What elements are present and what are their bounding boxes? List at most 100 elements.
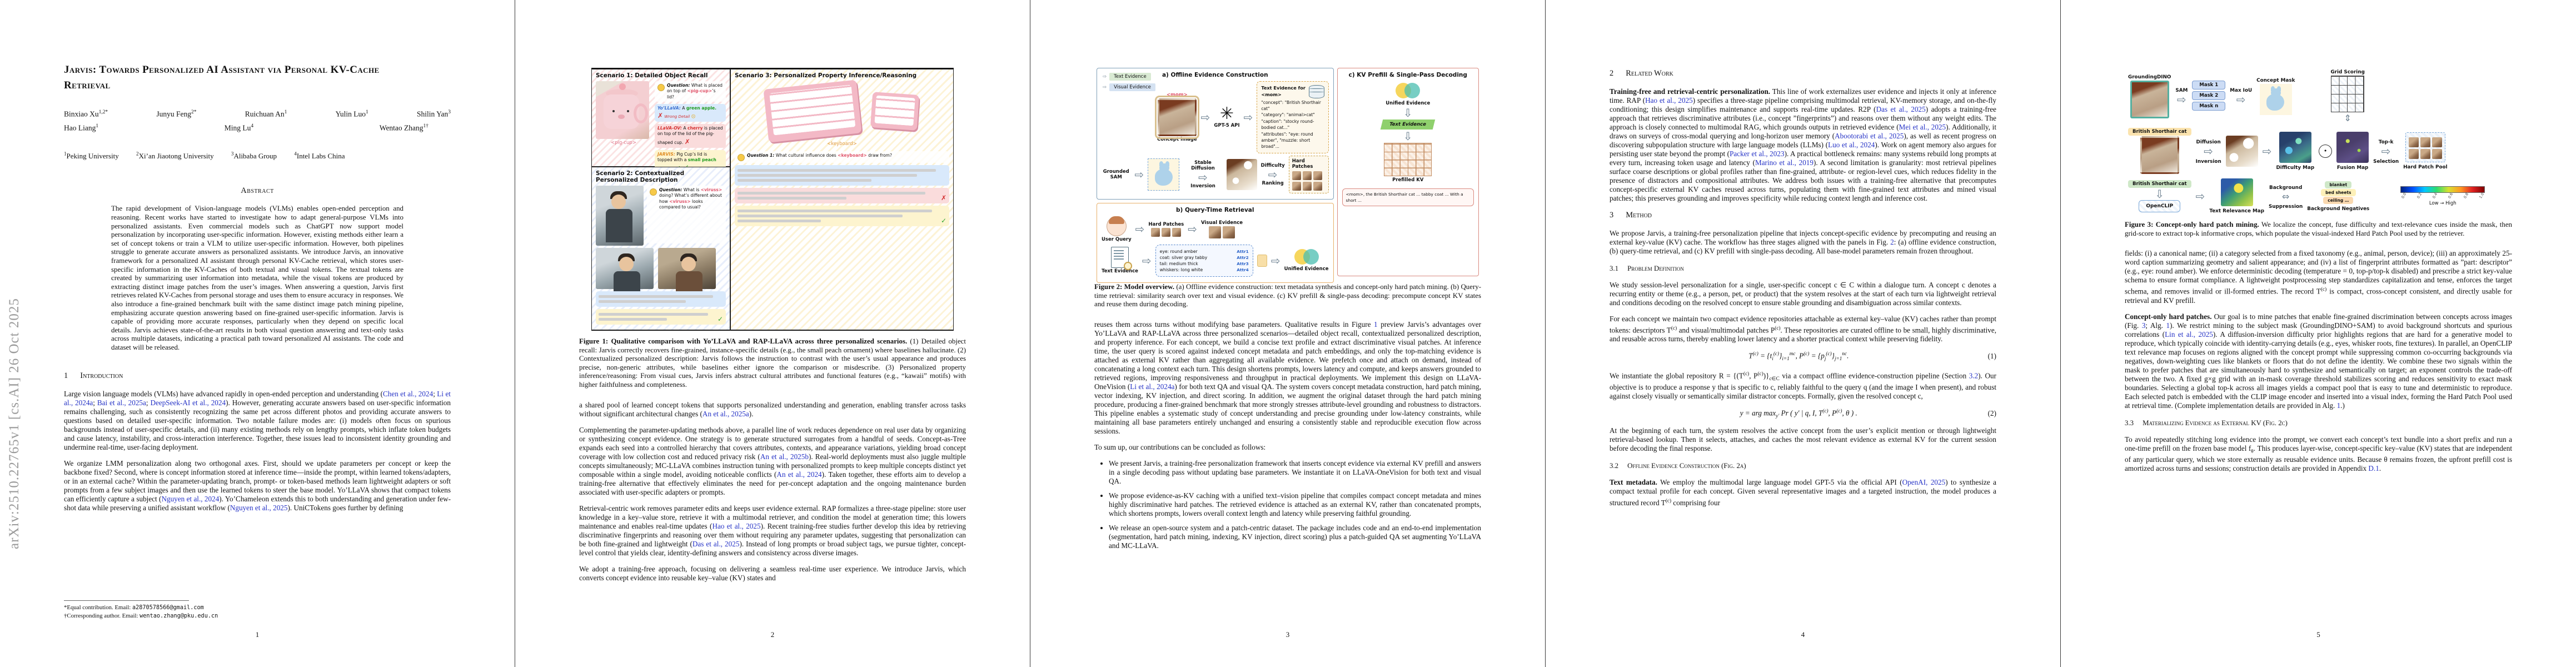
arrow-icon: ⇨ [2204,144,2214,158]
citation-link[interactable]: 1 [2336,401,2341,410]
citation-link[interactable]: Li et al., 2024a [1130,382,1175,391]
contribution-item: We release an open-source system and a p… [1109,524,1481,550]
page-3: ⇨Text Evidence ⇨Visual Evidence a) Offli… [1030,0,1546,667]
question-icon [738,154,745,161]
citation-link[interactable]: Li et al., 2024a [64,389,451,407]
author: Junyu Feng2* [156,109,197,118]
patch-thumb [1313,181,1322,191]
citation-link[interactable]: Nguyen et al., 2025 [230,503,288,512]
page-number: 5 [2316,630,2320,639]
negative-chip: bed sheets [2321,188,2356,196]
negative-chip: ceiling … [2323,196,2354,204]
author: Shilin Yan3 [416,109,451,118]
citation-link[interactable]: An et al., 2024 [776,470,822,479]
equation-2: y = arg maxy′ Pr ( y′ | q, I, T(c), P(c)… [1740,408,1996,419]
citation-link[interactable]: 3 [2141,321,2146,330]
mask-chip: Mask n [2192,102,2226,111]
arrow-icon: ⇨ [1188,222,1197,236]
body-paragraph: We instantiate the global repository R =… [1610,371,1996,401]
concept-prompt-chip: British Shorthair cat [2128,128,2191,136]
email: wentao.zhang@pku.edu.cn [139,613,218,619]
scenario-2-title: Scenario 2: Contextualized Personalized … [596,170,685,183]
patch-thumb [2431,137,2442,147]
concept-tag: <viruss> [669,198,691,204]
citation-link[interactable]: Lin et al., 2025 [2165,330,2213,339]
viruss-photo-3 [658,248,716,305]
author-row-2: Hao Liang1 Ming Lu4 Wentao Zhang1† [64,123,428,133]
patch-thumb [2420,137,2430,147]
down-arrow-icon: ⇩ [1403,130,1413,143]
arrow-icon: ⇨ [2381,144,2391,158]
citation-link[interactable]: Hao et al., 2025 [712,521,761,530]
citation-link[interactable]: DeepSeek-AI et al., 2024 [150,398,226,407]
citation-link[interactable]: Packer et al., 2023 [1730,150,1785,158]
patch-thumb [2431,148,2442,159]
mask-chip: Mask 2 [2192,91,2226,100]
body-paragraph: reuses them across turns without modifyi… [1094,320,1481,435]
figure-2-caption: Figure 2: Model overview. (a) Offline ev… [1094,283,1481,308]
citation-link[interactable]: Das et al., 2025 [692,539,740,548]
scenario-3-panel: Scenario 3: Personalized Property Infere… [730,69,954,330]
author-row-1: Binxiao Xu1,2* Junyu Feng2* Ruichuan An1… [64,109,451,119]
citation-link[interactable]: Chen et al., 2024 [383,389,434,398]
body-paragraph: fields: (i) a canonical name; (ii) a cat… [2125,249,2513,305]
citation-link[interactable]: An et al., 2025b [760,452,809,461]
citation-link[interactable]: Marino et al., 2019 [1755,158,1813,167]
page-2: Scenario 1: Detailed Object Recall <pig-… [515,0,1030,667]
arrow-icon: ⇨ [1268,167,1278,181]
patch-thumb [1209,226,1222,238]
figure-3-caption: Figure 3: Concept-only hard patch mining… [2125,221,2512,237]
footnote-corresponding-author: †Corresponding author. Email: wentao.zha… [64,613,218,619]
text-evidence-chip: Text Evidence [1381,120,1436,130]
panel-b-title: b) Query-Time Retrieval [1176,206,1254,213]
updown-arrow-icon: ⇕ [2344,113,2351,123]
citation-link[interactable]: Bai et al., 2025a [97,398,146,407]
citation-link[interactable]: An et al., 2025a [702,409,749,418]
citation-link[interactable]: 1 [1374,320,1378,328]
legend-text-evidence: Text Evidence [1109,73,1151,81]
patch-thumb [1162,227,1171,237]
green-arrow-icon: ⇨ [1103,74,1107,79]
scenario-1-panel: Scenario 1: Detailed Object Recall <pig-… [591,69,730,174]
check-icon: ✓ [717,315,723,323]
citation-link[interactable]: 2 [1890,238,1894,246]
citation-link[interactable]: Abootorabi et al., 2025 [1835,132,1904,140]
viruss-photo-2 [596,248,654,305]
citation-link[interactable]: D.1 [2368,464,2379,473]
panel-kv-prefill: c) KV Prefill & Single-Pass Decoding Uni… [1337,68,1479,276]
inversion-image [2225,135,2258,167]
citation-link[interactable]: Hao et al., 2025 [1645,96,1693,104]
body-paragraph: Retrieval-centric work removes parameter… [579,504,966,557]
body-paragraph: We adopt a training-free approach, focus… [579,564,966,582]
affiliation: 4Intel Labs China [294,151,345,161]
scenario-1-title: Scenario 1: Detailed Object Recall [596,72,708,79]
question-bubble: Question 1: What cultural influence does… [735,151,949,163]
citation-link[interactable]: Das et al., 2025 [1876,105,1926,113]
text-relevance-map-image [2220,178,2253,206]
patch-thumb [1302,181,1312,191]
difficulty-map-image [2279,131,2311,163]
figure-1: Scenario 1: Detailed Object Recall <pig-… [591,68,954,331]
body-paragraph: Complementing the parameter-updating met… [579,425,966,496]
citation-link[interactable]: Nguyen et al., 2024 [161,494,220,503]
citation-link[interactable]: Luo et al., 2024 [1828,141,1875,149]
affiliation: 3Alibaba Group [231,151,277,161]
patch-thumb [2408,137,2419,147]
body-paragraph: We study session-level personalization f… [1610,281,1996,307]
citation-link[interactable]: 3.2 [1969,371,1979,380]
yollava-answer: Yo’LLaVA: A green apple. ✗ Wrong Detail … [655,103,726,122]
body-paragraph: For each concept we maintain two compact… [1610,315,1996,344]
abstract-text: The rapid development of Vision-language… [111,205,403,351]
unified-evidence-icon [1396,83,1421,99]
citation-link[interactable]: OpenAI, 2025 [1902,478,1946,487]
citation-link[interactable]: 1 [2166,321,2170,330]
footnote-equal-contribution: *Equal contribution. Email: a2870578566@… [64,604,204,611]
citation-link[interactable]: Mei et al., 2025 [1899,123,1946,131]
body-paragraph: To avoid repeatedly stitching long evide… [2125,435,2512,473]
inversion-image [1227,158,1257,190]
contributions-intro: To sum up, our contributions can be conc… [1094,442,1266,451]
related-work-paragraph: Training-free and retrieval-centric pers… [1610,87,1997,202]
